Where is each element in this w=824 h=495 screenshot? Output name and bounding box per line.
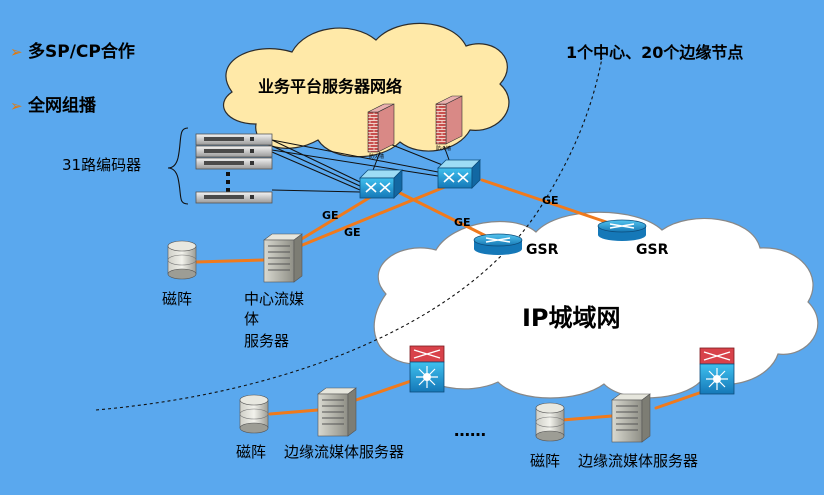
encoder-unit: [195, 157, 273, 170]
ge-label-4: GE: [542, 194, 559, 207]
firewall-caption: 防火墙: [369, 153, 384, 160]
firewall-icon: [367, 103, 395, 153]
edge2-server-label: 边缘流媒体服务器: [578, 452, 698, 470]
firewall-icon: [435, 95, 463, 145]
disk-array-icon: [239, 394, 269, 434]
encoder-label: 31路编码器: [62, 156, 141, 174]
ge-label-1: GE: [322, 209, 339, 222]
ge-links: [194, 178, 704, 422]
disk-array-icon: [535, 402, 565, 442]
edge2-storage-label: 磁阵: [530, 452, 560, 470]
center-server-label: 中心流媒: [244, 290, 304, 308]
switch-icon: [437, 159, 481, 189]
server-tower-icon: [611, 393, 651, 443]
server-tower-icon: [263, 233, 303, 283]
disk-array-icon: [167, 240, 197, 280]
bullet-item-2: 全网组播: [27, 95, 97, 116]
router-icon: [473, 233, 523, 255]
ge-label-2: GE: [344, 226, 361, 239]
firewall-caption: 防火墙: [436, 145, 451, 152]
layer3-switch-icon: [409, 345, 445, 393]
encoder-unit: [195, 145, 273, 158]
gsr-label-2: GSR: [636, 242, 669, 258]
server-tower-icon: [317, 387, 357, 437]
center-storage-label: 磁阵: [162, 290, 192, 308]
encoder-unit: [195, 133, 273, 146]
layer3-switch-icon: [699, 347, 735, 395]
encoder-unit: [195, 191, 273, 204]
rack-encoder-icon: [195, 133, 273, 204]
gsr-label-1: GSR: [526, 242, 559, 258]
switch-icon: [359, 169, 403, 199]
cloud-ip-label: IP城域网: [522, 304, 621, 332]
bullet-item-1: 多SP/CP合作: [28, 41, 135, 62]
edge1-server-label: 边缘流媒体服务器: [284, 443, 404, 461]
arrow-bullet-icon: ➢: [10, 97, 23, 115]
center-edge-boundary: [95, 57, 603, 411]
encoder-brace: [167, 127, 189, 205]
center-server-label: 服务器: [244, 332, 289, 350]
encoder-dots: [226, 172, 230, 192]
cloud-top-label: 业务平台服务器网络: [258, 77, 402, 96]
ellipsis: ……: [454, 421, 486, 440]
edge1-storage-label: 磁阵: [236, 443, 266, 461]
arrow-bullet-icon: ➢: [10, 43, 23, 61]
router-icon: [597, 219, 647, 241]
topology-note: 1个中心、20个边缘节点: [566, 43, 743, 62]
ge-label-3: GE: [454, 216, 471, 229]
center-server-label: 体: [244, 310, 259, 328]
